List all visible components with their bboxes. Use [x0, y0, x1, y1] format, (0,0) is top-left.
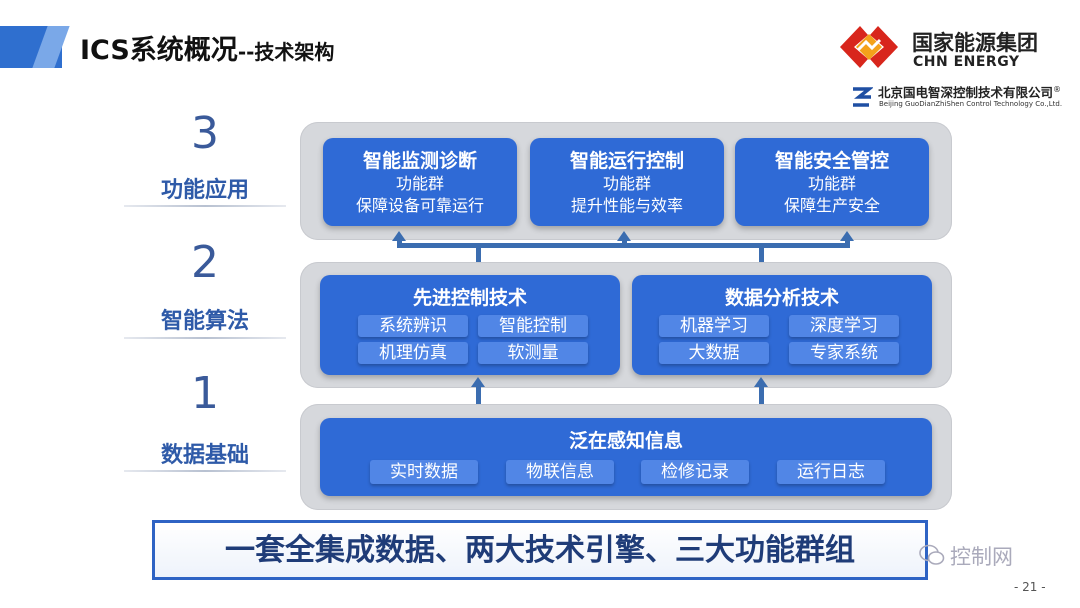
- subsidiary-logo-icon: [853, 87, 873, 107]
- connector-vertical: [759, 384, 764, 414]
- page-number: - 21 -: [1014, 580, 1046, 594]
- chip-big-data[interactable]: 大数据: [659, 342, 769, 364]
- summary-banner-text: 一套全集成数据、两大技术引擎、三大功能群组: [225, 533, 855, 568]
- connector-vertical: [759, 248, 764, 272]
- chip-expert-system[interactable]: 专家系统: [789, 342, 899, 364]
- function-group-title: 智能监测诊断: [362, 150, 477, 172]
- function-group-monitoring[interactable]: 智能监测诊断 功能群 保障设备可靠运行: [323, 138, 517, 226]
- connector-vertical: [476, 248, 481, 272]
- connector-vertical: [622, 240, 627, 248]
- ubiquitous-sensing-box[interactable]: 泛在感知信息 实时数据 物联信息 检修记录 运行日志: [320, 418, 932, 496]
- arrow-up-icon: [392, 231, 406, 241]
- function-group-subtitle: 功能群: [395, 174, 444, 193]
- advanced-control-title: 先进控制技术: [412, 287, 527, 309]
- chn-energy-logo-icon: [840, 26, 898, 68]
- subsidiary-name-cn: 北京国电智深控制技术有限公司®: [878, 82, 1061, 101]
- arrow-up-icon: [617, 231, 631, 241]
- function-group-safety[interactable]: 智能安全管控 功能群 保障生产安全: [735, 138, 929, 226]
- data-analysis-title: 数据分析技术: [724, 287, 839, 309]
- chip-deep-learning[interactable]: 深度学习: [789, 315, 899, 337]
- function-group-desc: 保障生产安全: [783, 196, 880, 215]
- level-divider: [124, 470, 286, 472]
- subsidiary-name-en: Beijing GuoDianZhiShen Control Technolog…: [879, 100, 1063, 108]
- data-analysis-box[interactable]: 数据分析技术 机器学习 深度学习 大数据 专家系统: [632, 275, 932, 375]
- logo-name-cn: 国家能源集团: [912, 31, 1038, 55]
- registered-mark: ®: [1053, 84, 1062, 94]
- level-divider: [124, 337, 286, 339]
- function-group-subtitle: 功能群: [807, 174, 856, 193]
- level-number-3: 3: [191, 108, 219, 159]
- title-main: ICS系统概况: [80, 35, 238, 66]
- arrow-up-icon: [754, 377, 768, 387]
- chip-iot-info[interactable]: 物联信息: [506, 460, 614, 484]
- chip-mechanism-simulation[interactable]: 机理仿真: [358, 342, 468, 364]
- chip-machine-learning[interactable]: 机器学习: [659, 315, 769, 337]
- arrow-up-icon: [840, 231, 854, 241]
- function-group-operation[interactable]: 智能运行控制 功能群 提升性能与效率: [530, 138, 724, 226]
- level-number-1: 1: [191, 368, 219, 419]
- function-group-desc: 提升性能与效率: [570, 196, 683, 215]
- title-sub: --技术架构: [237, 40, 335, 64]
- connector-vertical: [476, 384, 481, 414]
- logo-name-en: CHN ENERGY: [913, 54, 1020, 70]
- ubiquitous-sensing-title: 泛在感知信息: [568, 430, 683, 452]
- connector-vertical: [845, 240, 850, 248]
- chip-soft-sensing[interactable]: 软测量: [478, 342, 588, 364]
- chip-maintenance-record[interactable]: 检修记录: [641, 460, 749, 484]
- connector-vertical: [397, 240, 402, 248]
- chip-operation-log[interactable]: 运行日志: [777, 460, 885, 484]
- function-group-title: 智能运行控制: [569, 150, 684, 172]
- wechat-icon: [919, 544, 945, 565]
- page-title: ICS系统概况--技术架构: [80, 28, 334, 67]
- level-label-function-app: 功能应用: [160, 178, 249, 203]
- level-divider: [124, 205, 286, 207]
- watermark-text: 控制网: [950, 545, 1013, 569]
- level-label-data-foundation: 数据基础: [160, 443, 249, 468]
- function-group-desc: 保障设备可靠运行: [355, 196, 484, 215]
- arrow-up-icon: [471, 377, 485, 387]
- level-number-2: 2: [191, 237, 219, 288]
- subsidiary-name-cn-text: 北京国电智深控制技术有限公司: [878, 85, 1054, 100]
- level-label-intelligent-algorithm: 智能算法: [160, 309, 249, 334]
- chip-system-identification[interactable]: 系统辨识: [358, 315, 468, 337]
- chip-intelligent-control[interactable]: 智能控制: [478, 315, 588, 337]
- chip-realtime-data[interactable]: 实时数据: [370, 460, 478, 484]
- function-group-title: 智能安全管控: [774, 150, 889, 172]
- function-group-subtitle: 功能群: [602, 174, 651, 193]
- advanced-control-box[interactable]: 先进控制技术 系统辨识 智能控制 机理仿真 软测量: [320, 275, 620, 375]
- summary-banner: 一套全集成数据、两大技术引擎、三大功能群组: [152, 520, 928, 580]
